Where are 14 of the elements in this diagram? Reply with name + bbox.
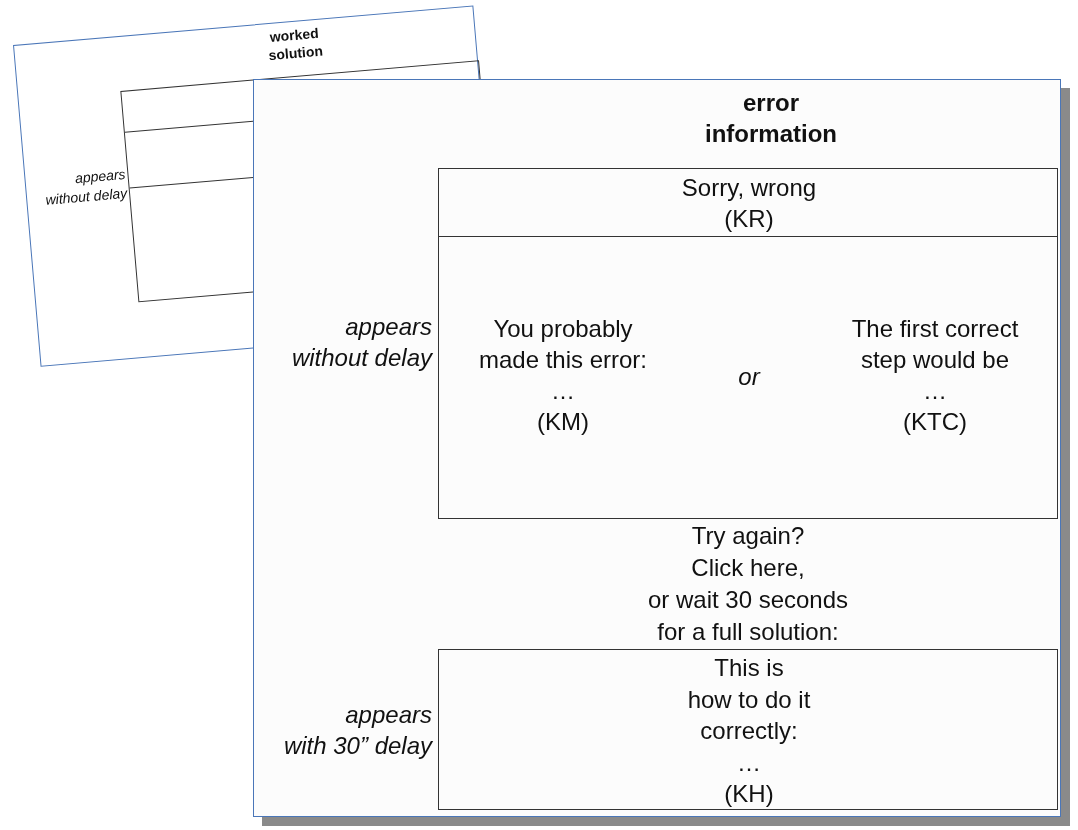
card-title: worked solution — [266, 23, 325, 66]
feedback-box — [438, 236, 1058, 519]
timing-note: appears with 30” delay — [283, 700, 432, 761]
timing-note: appears without delay — [291, 312, 432, 373]
feedback-box — [438, 649, 1058, 810]
timing-note: appears without delay — [43, 164, 128, 210]
feedback-text: The first correct step would be … (KTC) — [850, 314, 1020, 437]
feedback-text: Sorry, wrong (KR) — [680, 173, 818, 234]
alternative-word: or — [737, 362, 762, 392]
card-title: error information — [704, 88, 838, 149]
feedback-text: You probably made this error: … (KM) — [477, 314, 649, 437]
instruction-text: Try again? Click here, or wait 30 seconds for a full solution: — [646, 521, 850, 647]
feedback-text: This is how to do it correctly: … (KH) — [686, 653, 812, 809]
feedback-box — [438, 168, 1058, 237]
